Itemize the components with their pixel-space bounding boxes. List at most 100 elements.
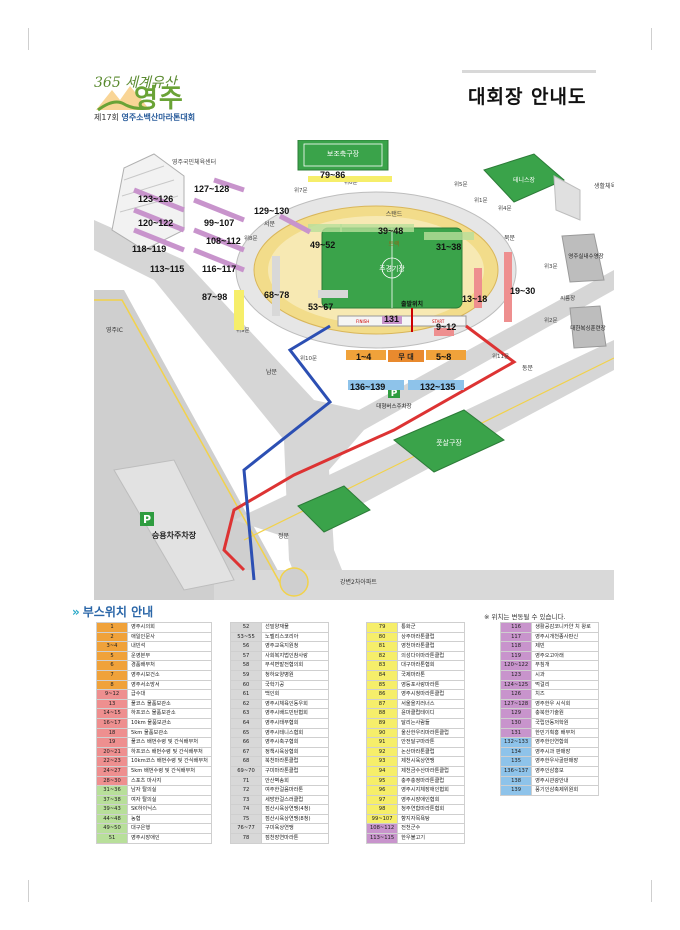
gate-label: 위11문 xyxy=(492,352,509,360)
booth-number: 131 xyxy=(499,727,533,739)
booth-name: 영주시지체장애인협회 xyxy=(397,785,466,796)
booth-number: 76~77 xyxy=(230,823,262,835)
booth-name: 영주시장애인 xyxy=(127,833,212,844)
booth-notice: ※ 위치는 변동될 수 있습니다. xyxy=(484,613,566,621)
booth-number: 19 xyxy=(96,737,128,748)
booth-label: 68~78 xyxy=(264,290,289,300)
booth-number: 80 xyxy=(365,631,399,643)
stage-area: 무 대 xyxy=(388,350,424,362)
booth-name: 한우불고기 xyxy=(397,833,466,844)
booth-name: 제천시육상연맹 xyxy=(397,756,466,767)
booth-name: 풀코스 물품보관소 xyxy=(127,698,212,710)
booth-name: 부침개 xyxy=(531,660,600,671)
booth-label: 132~135 xyxy=(420,382,455,392)
tennis-court: 테니스장 생활체육관 xyxy=(483,153,614,221)
booth-blocks xyxy=(133,176,512,390)
section-arrow-icon: » xyxy=(72,605,80,619)
booth-number: 84 xyxy=(365,669,399,681)
gate-label: 위7문 xyxy=(294,186,308,194)
corner-mark xyxy=(651,28,652,50)
booth-number: 93 xyxy=(365,756,399,767)
booth-number: 81 xyxy=(365,641,399,652)
booth-name: 5km 물품보관소 xyxy=(127,727,212,739)
ic-label: 영주IC xyxy=(106,326,123,334)
booth-name: 충주충정마라톤클럽 xyxy=(397,775,466,787)
booth-number: 120~122 xyxy=(499,660,533,671)
booth-name: 치즈 xyxy=(531,689,600,700)
booth-name: 영주시체육인동우회 xyxy=(261,698,329,710)
booth-name: 대구은행 xyxy=(127,823,212,835)
booth-name: 제천금수산마라톤클럽 xyxy=(397,765,466,777)
booth-number: 49~50 xyxy=(96,823,128,835)
booth-number: 53~55 xyxy=(230,631,262,643)
east-gate-label: 동문 xyxy=(522,365,534,372)
booth-number: 57 xyxy=(230,650,262,662)
booth-number: 39~43 xyxy=(96,804,128,815)
booth-number: 96 xyxy=(365,785,399,796)
booth-name: 풍기인삼축제위원회 xyxy=(531,785,600,796)
gate-label: 위2문 xyxy=(544,316,558,324)
booth-number: 37~38 xyxy=(96,794,128,806)
booth-name: 영주시과 판매장 xyxy=(531,746,600,758)
booth-number: 63 xyxy=(230,708,262,719)
gate-label: 위10문 xyxy=(300,354,317,362)
booth-number: 108~112 xyxy=(365,823,399,835)
booth-number: 44~48 xyxy=(96,813,128,825)
booth-label: 5~8 xyxy=(436,352,451,362)
booth-name: 애일인문사 xyxy=(127,631,212,643)
booth-number: 72 xyxy=(230,785,262,796)
field-label: 주경기장 xyxy=(379,264,405,273)
booth-number: 97 xyxy=(365,794,399,806)
booth-label: 31~38 xyxy=(436,242,461,252)
booth-number: 89 xyxy=(365,717,399,729)
gate-label: 위3문 xyxy=(544,262,558,270)
booth-number: 117 xyxy=(499,631,533,643)
finish-label: FINISH xyxy=(356,319,369,324)
booth-name: 점천장연마라톤 xyxy=(261,833,329,844)
booth-name: 의성다이마라톤클럽 xyxy=(397,650,466,662)
futsal-label: 풋살구장 xyxy=(436,438,462,447)
mountain-logo-icon xyxy=(96,86,151,112)
gate-label: 위1문 xyxy=(474,196,488,204)
booth-number: 58 xyxy=(230,660,262,671)
pool-label: 영주실내수영장 xyxy=(568,252,603,260)
booth-name: 윤마클럽테이디 xyxy=(397,708,466,719)
booth-label: 127~128 xyxy=(194,184,229,194)
booth-label: 53~67 xyxy=(308,302,333,312)
booth-name: 시과 xyxy=(531,669,600,681)
booth-name: 10km 물품보관소 xyxy=(127,717,212,729)
booth-name: 제빈 xyxy=(531,641,600,652)
booth-name: 영주한우사골판매장 xyxy=(531,756,600,767)
parking-label: 승용차주차장 xyxy=(152,530,197,540)
booth-label: 87~98 xyxy=(202,292,227,302)
booth-name: 세방한걸스러클럽 xyxy=(261,794,329,806)
booth-label: 39~48 xyxy=(378,226,403,236)
booth-name: 영주시관광안내 xyxy=(531,775,600,787)
booth-name: 먹걸리 xyxy=(531,679,600,691)
